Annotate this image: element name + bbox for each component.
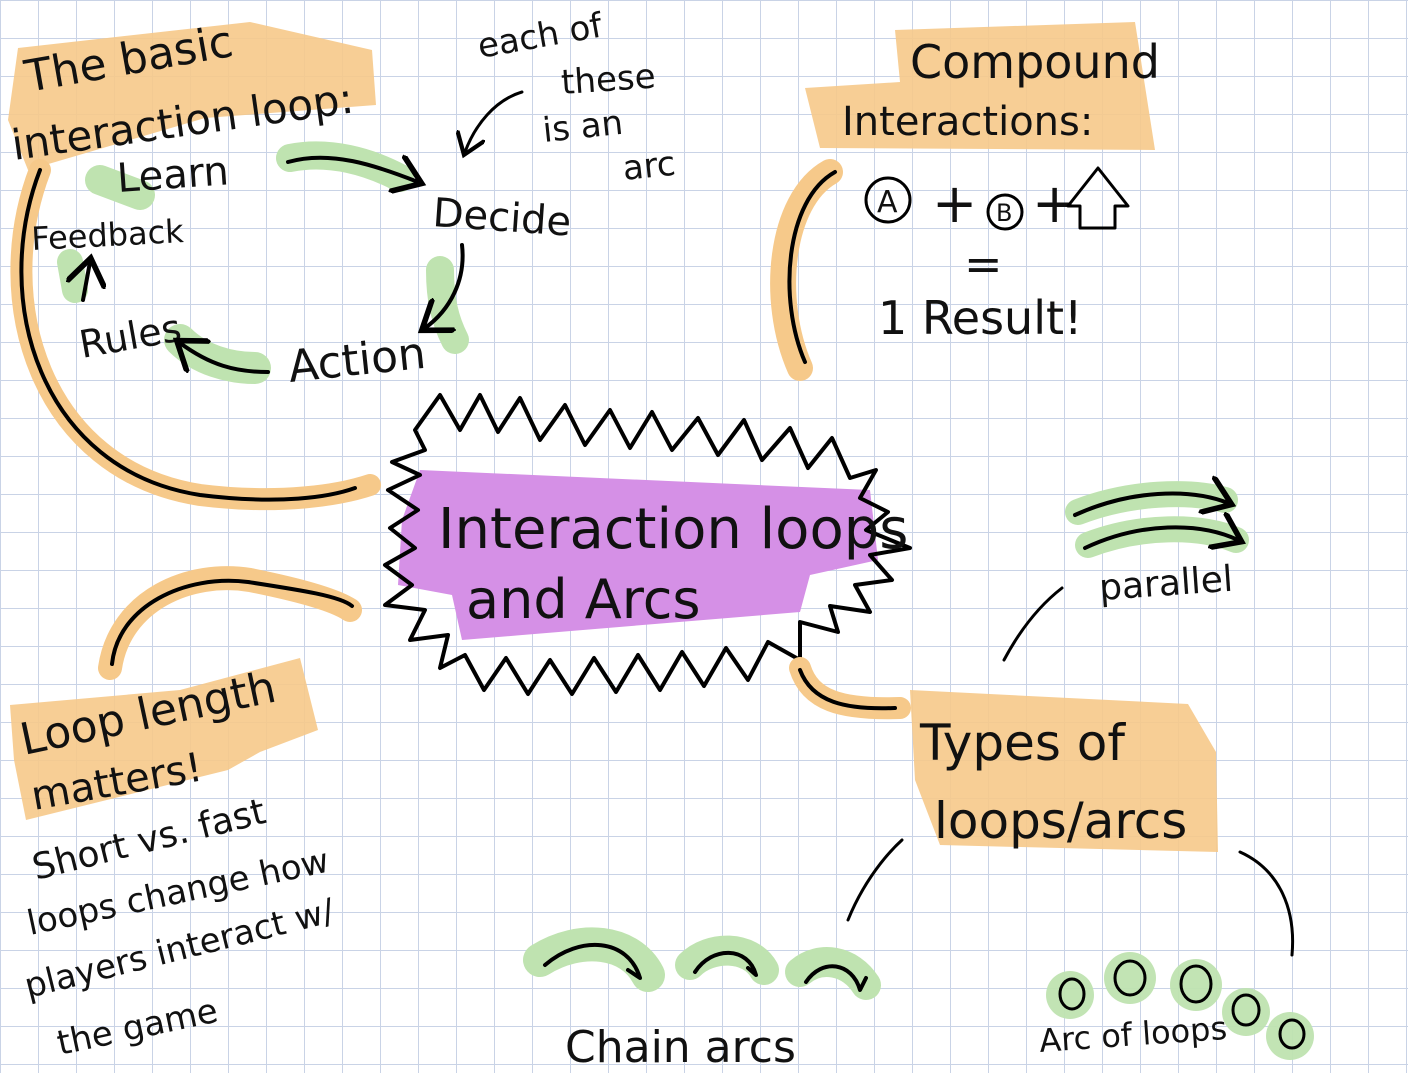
arrow-learn-to-decide	[286, 158, 418, 182]
parallel-arrow-1	[1073, 494, 1228, 517]
chain-arc-2	[693, 950, 758, 977]
learn-highlight	[85, 165, 155, 210]
compound-result: 1 Result!	[878, 291, 1082, 345]
center-title-highlight	[398, 470, 878, 640]
step-feedback: Feedback	[30, 212, 185, 258]
types-connector	[798, 668, 897, 711]
basic-loop-title-highlight	[8, 22, 376, 170]
compound-title-line2: Interactions:	[842, 99, 1093, 145]
arrow-action-to-rules	[180, 343, 270, 374]
step-decide: Decide	[431, 190, 572, 246]
loop-4	[1231, 993, 1261, 1027]
loop-highlight-2	[1104, 952, 1156, 1004]
loop-highlight-4	[1222, 988, 1270, 1036]
step-learn: Learn	[115, 148, 230, 202]
parallel-label: parallel	[1098, 559, 1234, 609]
types-to-chain-line	[846, 838, 904, 922]
compound-bracket-highlight	[770, 159, 843, 381]
loop-length-arc	[110, 578, 354, 666]
loop-length-title-highlight	[10, 658, 318, 820]
circle-b-label: B	[996, 199, 1012, 227]
loop-length-section: Loop length matters! Short vs. fast loop…	[10, 566, 362, 1064]
basic-loop-section: The basic interaction loop: Learn Decide…	[8, 5, 678, 511]
loop-length-body-line4: the game	[54, 991, 222, 1064]
loop-3	[1179, 964, 1213, 1004]
center-section: Interaction loops and Arcs	[383, 393, 912, 696]
plus-1: +	[932, 172, 977, 235]
center-title-line1: Interaction loops	[438, 497, 908, 562]
up-arrow-icon	[1066, 166, 1130, 230]
compound-title-line1: Compound	[910, 35, 1160, 89]
step-action: Action	[286, 328, 428, 393]
parallel-arrow-2	[1083, 527, 1238, 548]
types-title-highlight	[910, 690, 1218, 852]
circle-b	[986, 193, 1024, 231]
circle-a-label: A	[877, 185, 898, 220]
chain-highlight-3	[785, 947, 881, 1000]
chain-highlight-2	[675, 935, 779, 985]
loop-1	[1058, 977, 1086, 1011]
center-title-line2: and Arcs	[466, 568, 701, 631]
arc-note-line1: each of	[475, 5, 607, 66]
types-section: Types of loops/arcs parallel Chain arcs …	[523, 494, 1314, 1073]
types-to-arc-of-loops-line	[1238, 850, 1295, 957]
compound-section: Compound Interactions: A + B + = 1 Resul…	[770, 22, 1160, 381]
arrow-decide-to-action	[425, 243, 465, 328]
arc-note-line3: is an	[541, 103, 625, 151]
compound-bracket	[787, 170, 837, 364]
types-title-line2: loops/arcs	[934, 792, 1187, 850]
loop-2	[1113, 959, 1147, 997]
arc-note-arrow	[465, 90, 524, 152]
chain-arc-3	[804, 964, 868, 992]
types-connector-highlight	[789, 657, 911, 720]
chain-arc-1	[543, 942, 642, 980]
feedback-highlight	[57, 249, 88, 303]
chain-arcs-label: Chain arcs	[565, 1022, 796, 1073]
circle-a	[864, 176, 912, 224]
center-burst-outline	[383, 393, 912, 696]
equals-sign: =	[964, 237, 1003, 291]
arrow-rules-to-feedback	[83, 262, 90, 302]
arc-note-line2: these	[560, 56, 657, 102]
compound-title-highlight	[805, 22, 1155, 150]
step-rules: Rules	[76, 306, 185, 367]
loop-5	[1278, 1018, 1306, 1050]
loop-sweep-connector	[19, 168, 357, 502]
types-title-line1: Types of	[919, 714, 1126, 772]
types-to-parallel-line	[1002, 586, 1064, 662]
arc-note-line4: arc	[621, 144, 678, 189]
